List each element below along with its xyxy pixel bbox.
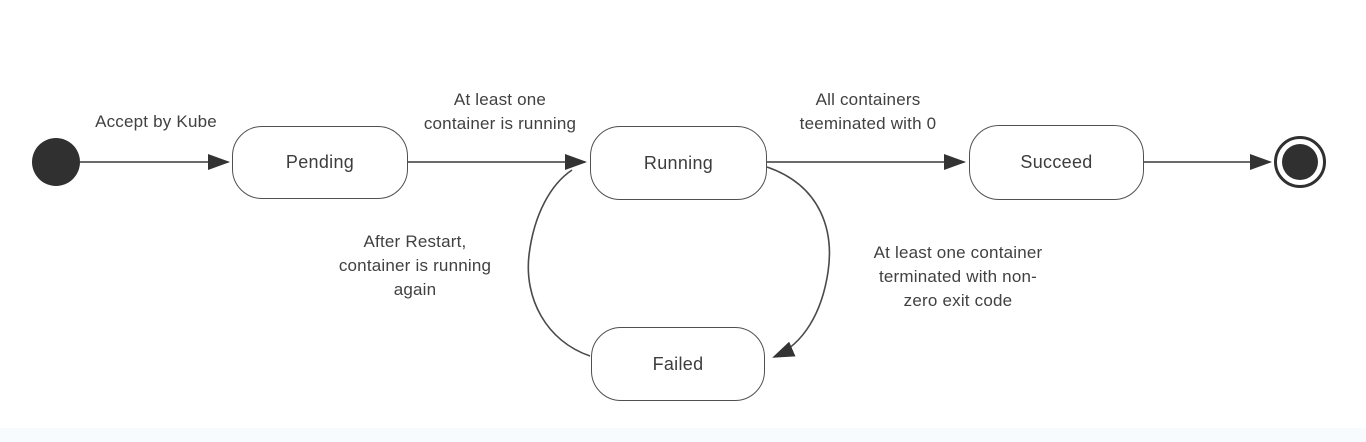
transition-label-nonzero-exit: At least one container terminated with n… bbox=[873, 243, 1043, 310]
state-succeed: Succeed bbox=[969, 125, 1144, 200]
transition-label-after-restart: After Restart, container is running agai… bbox=[338, 232, 492, 299]
state-failed: Failed bbox=[591, 327, 765, 401]
transition-label-container-running: At least one container is running bbox=[423, 90, 577, 133]
state-failed-label: Failed bbox=[652, 353, 704, 374]
state-running-label: Running bbox=[643, 152, 714, 173]
bottom-strip bbox=[0, 428, 1366, 442]
state-succeed-label: Succeed bbox=[1020, 152, 1093, 172]
state-running: Running bbox=[590, 126, 767, 200]
transition-label-all-terminated: All containers teeminated with 0 bbox=[799, 90, 937, 133]
initial-state-icon bbox=[32, 138, 80, 186]
transition-failed-running-arrow bbox=[527, 169, 591, 357]
transition-running-failed-arrow bbox=[766, 166, 831, 358]
state-pending-label: Pending bbox=[285, 152, 355, 172]
final-state-icon bbox=[1274, 136, 1326, 188]
state-pending: Pending bbox=[232, 126, 408, 199]
transition-label-accept-by-kube: Accept by Kube bbox=[95, 112, 217, 131]
